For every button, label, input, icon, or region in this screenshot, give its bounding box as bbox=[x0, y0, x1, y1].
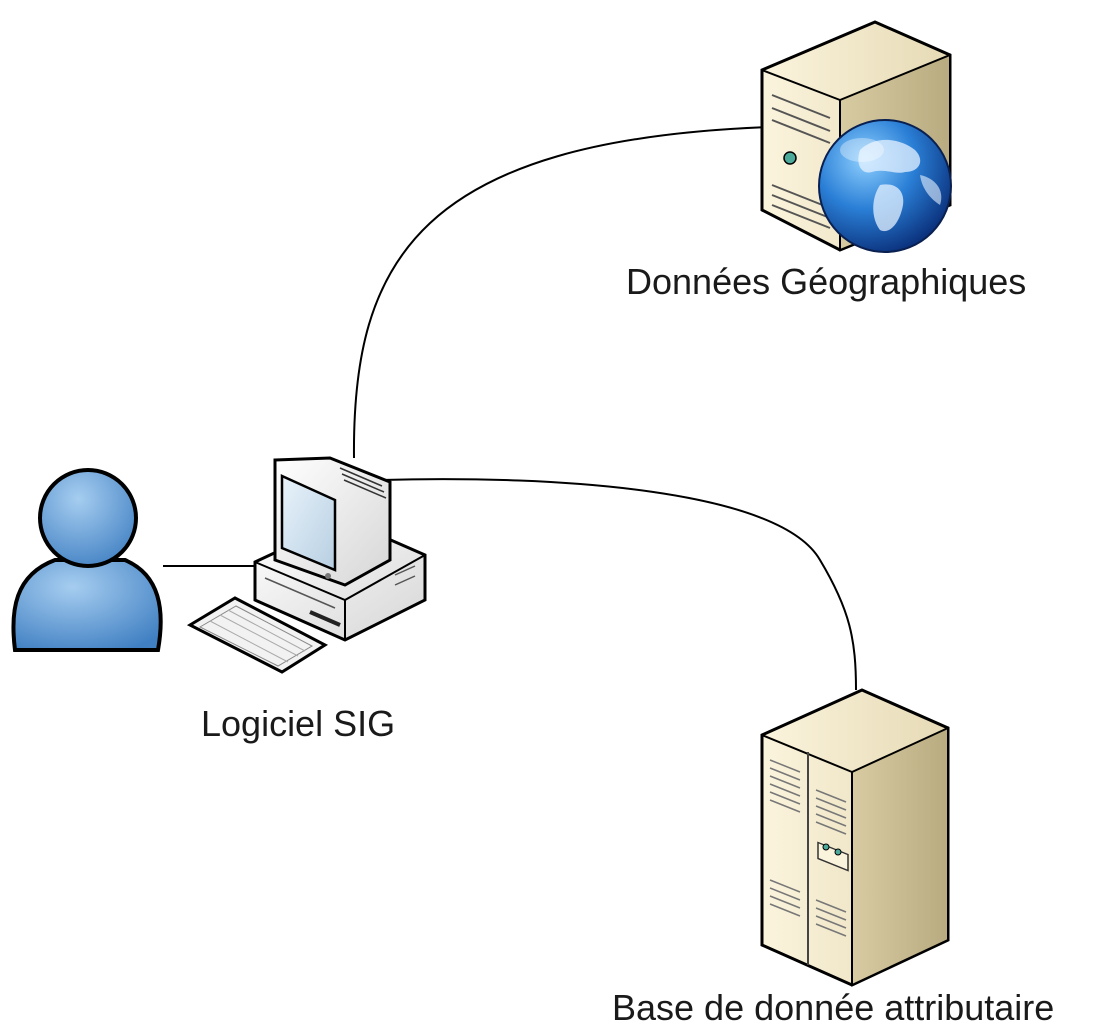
geo-server-label: Données Géographiques bbox=[626, 261, 1027, 302]
connector-workstation-geo bbox=[352, 126, 771, 459]
tower-server-icon bbox=[760, 688, 950, 987]
workstation-label: Logiciel SIG bbox=[201, 703, 396, 744]
connector-workstation-db bbox=[379, 478, 857, 691]
db-server-label: Base de donnée attributaire bbox=[612, 987, 1055, 1028]
globe-server-icon bbox=[760, 20, 952, 253]
desktop-computer-icon bbox=[186, 456, 427, 674]
user-icon bbox=[11, 468, 163, 652]
